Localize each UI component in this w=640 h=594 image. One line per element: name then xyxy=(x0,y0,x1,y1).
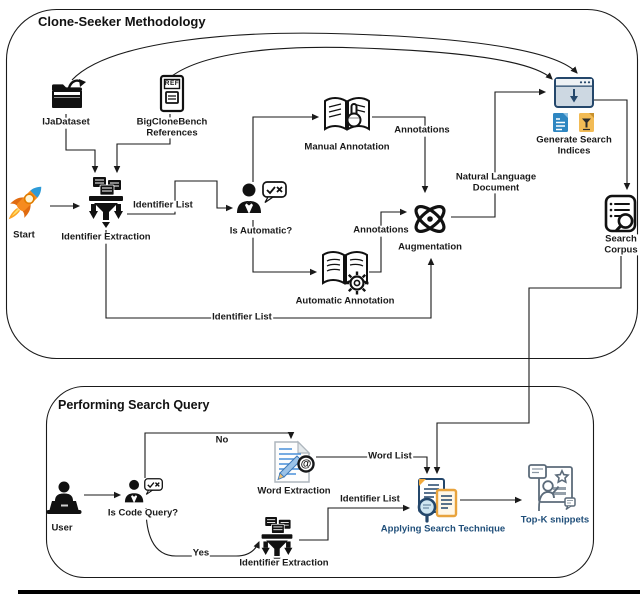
folder-export-icon xyxy=(50,78,86,114)
edge-label-no: No xyxy=(214,434,230,447)
figure-bottom-rule xyxy=(18,590,640,594)
label-is-code-query: Is Code Query? xyxy=(106,507,180,520)
edge-no-to-wordextraction xyxy=(144,431,295,478)
edge-label-identifier-list-3: Identifier List xyxy=(339,493,401,506)
edge-label-yes: Yes xyxy=(191,547,211,560)
edge-yes-to-extraction xyxy=(145,507,260,557)
automatic-annotation-book-gear-icon xyxy=(320,250,370,296)
label-applying-search-technique: Applying Search Technique xyxy=(379,523,507,536)
edge-identifierlist-to-searchtechnique xyxy=(299,504,411,541)
edge-corpus-to-searchtechnique xyxy=(433,256,622,475)
rocket-icon xyxy=(4,178,50,228)
generate-search-indices-icon xyxy=(546,77,602,135)
is-automatic-person-icon xyxy=(236,181,288,219)
edge-automatic-to-augmentation xyxy=(369,208,408,273)
at-glyph: @ xyxy=(300,457,312,470)
edge-manual-to-augmentation xyxy=(372,116,429,194)
edge-ijadataset-to-indices xyxy=(71,32,578,81)
methodology-title: Clone-Seeker Methodology xyxy=(38,14,206,29)
topk-snippets-icon xyxy=(524,464,576,514)
identifier-extraction-funnel-icon xyxy=(83,177,129,230)
edge-ijadataset-to-extraction xyxy=(65,114,99,174)
label-search-corpus: Search Corpus xyxy=(597,233,640,256)
search-query-title: Performing Search Query xyxy=(58,398,210,412)
label-user: User xyxy=(50,522,74,535)
label-ijadataset: IJaDataset xyxy=(41,116,91,129)
label-word-extraction: Word Extraction xyxy=(256,485,332,498)
applying-search-technique-icon xyxy=(414,477,462,523)
edge-label-natural-language-document: Natural Language Document xyxy=(445,171,547,194)
label-bigclonebench: BigCloneBench References xyxy=(127,116,217,139)
user-laptop-icon xyxy=(44,480,84,516)
label-augmentation: Augmentation xyxy=(397,241,463,254)
edge-label-identifier-list-1: Identifier List xyxy=(132,199,194,212)
edge-augmentation-to-indices xyxy=(451,88,547,218)
label-manual-annotation: Manual Annotation xyxy=(303,141,391,154)
edge-wordlist xyxy=(316,456,431,475)
edge-bigclonebench-to-indices xyxy=(171,46,553,80)
augmentation-atom-icon xyxy=(409,196,451,244)
label-topk-snippets: Top-K snippets xyxy=(519,514,591,527)
edge-label-word-list: Word List xyxy=(367,450,413,463)
word-extraction-doc-icon: @ xyxy=(270,440,316,483)
edge-isautomatic-to-automatic xyxy=(252,220,318,276)
label-generate-search-indices: Generate Search Indices xyxy=(528,134,620,157)
label-identifier-extraction-bottom: Identifier Extraction xyxy=(238,557,330,570)
label-start: Start xyxy=(12,229,36,242)
search-corpus-doc-icon xyxy=(603,193,639,235)
reference-book-icon: REF xyxy=(158,74,186,114)
ref-glyph: REF xyxy=(164,80,180,87)
edge-isautomatic-to-manual xyxy=(252,113,320,182)
edge-extraction-to-isautomatic xyxy=(127,180,234,215)
edge-label-annotations-top: Annotations xyxy=(393,124,451,137)
is-code-query-person-icon xyxy=(124,478,164,507)
manual-annotation-book-hand-icon xyxy=(322,94,372,140)
search-query-box-outline xyxy=(45,385,595,579)
edge-label-identifier-list-2: Identifier List xyxy=(211,311,273,324)
label-is-automatic: Is Automatic? xyxy=(228,225,294,238)
label-automatic-annotation: Automatic Annotation xyxy=(294,295,396,308)
identifier-extraction-funnel-icon-bottom xyxy=(256,517,298,565)
label-identifier-extraction: Identifier Extraction xyxy=(60,231,152,244)
edge-label-annotations-left: Annotations xyxy=(352,224,410,237)
edge-indices-to-corpus xyxy=(586,99,631,191)
methodology-box-outline xyxy=(5,8,639,360)
